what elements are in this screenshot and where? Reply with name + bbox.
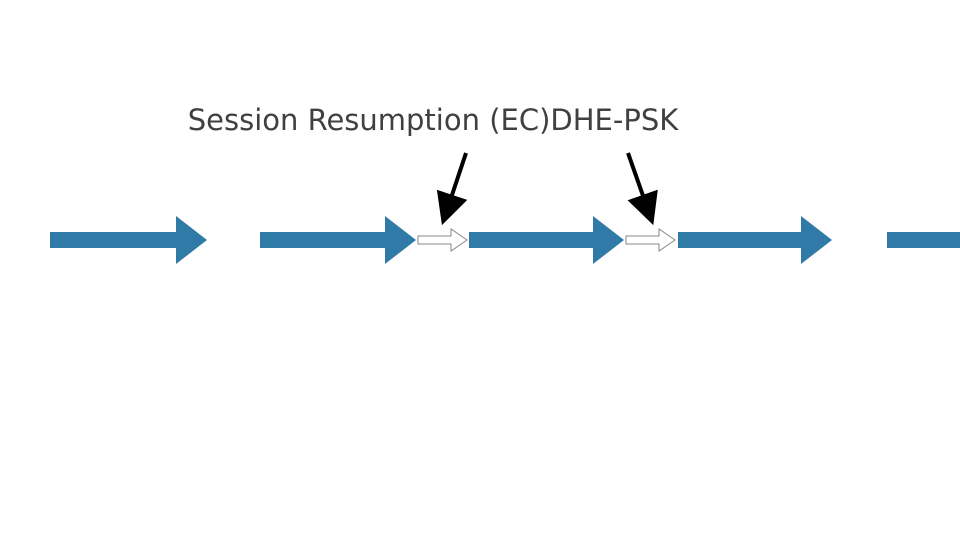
pointer-arrow-1 [436, 152, 468, 226]
session-arrow-3 [469, 216, 624, 264]
session-arrow-2 [260, 216, 416, 264]
pointer-arrow-2 [626, 152, 658, 226]
resumption-arrow-2 [625, 228, 676, 252]
session-arrow-1 [50, 216, 207, 264]
session-arrow-5 [887, 232, 960, 248]
resumption-arrow-1 [417, 228, 468, 252]
session-arrow-4 [678, 216, 832, 264]
slide-title: Session Resumption (EC)DHE-PSK [187, 103, 679, 137]
